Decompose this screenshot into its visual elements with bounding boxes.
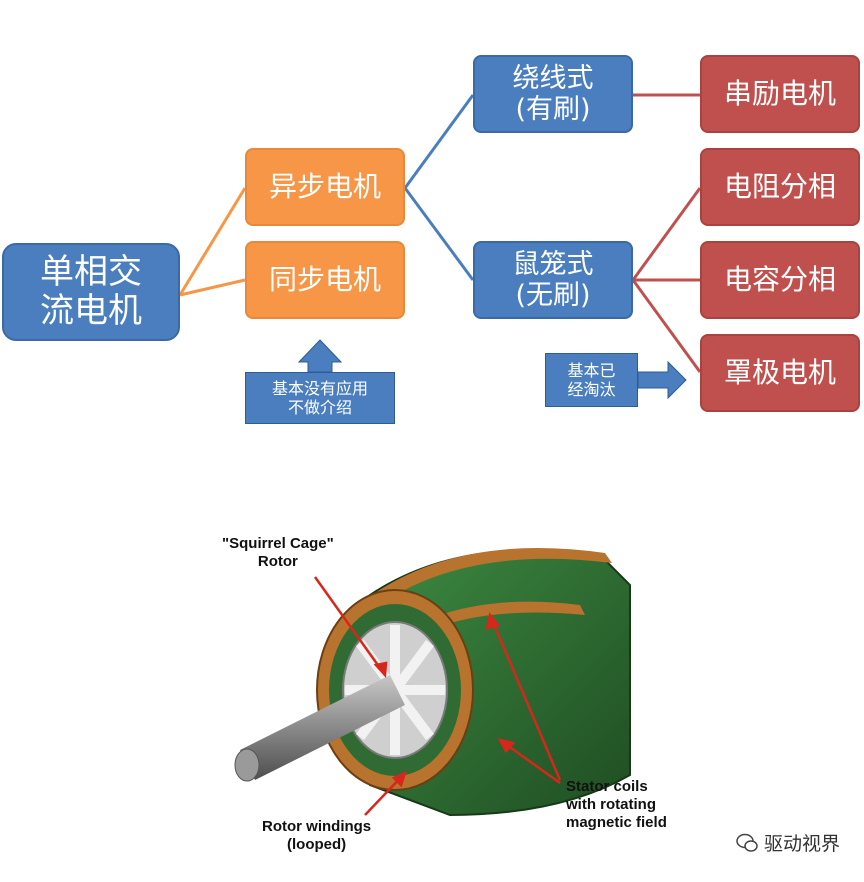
node-root: 单相交 流电机 — [2, 243, 180, 341]
shaft-end — [234, 748, 260, 782]
connector-root-sync — [179, 278, 246, 297]
node-squirrel: 鼠笼式 (无刷) — [473, 241, 633, 319]
node-shaded-pole: 罩极电机 — [700, 334, 860, 412]
callout-arrows — [313, 576, 562, 816]
note-sync-not-used: 基本没有应用 不做介绍 — [245, 372, 395, 424]
connector-root-async — [178, 187, 247, 296]
node-sync-motor: 同步电机 — [245, 241, 405, 319]
right-arrow-icon — [637, 360, 687, 400]
note-obsolete: 基本已 经淘汰 — [545, 353, 638, 407]
tree-connectors — [178, 93, 702, 400]
stator-copper-band-mid — [440, 601, 585, 625]
label-rotor-windings: Rotor windings (looped) — [262, 818, 372, 853]
connector-async-wound — [403, 94, 475, 189]
rotor-shaft — [240, 675, 405, 780]
up-arrow-icon — [297, 339, 343, 373]
node-wound: 绕线式 (有刷) — [473, 55, 633, 133]
wechat-icon — [736, 833, 758, 852]
connector-async-squirrel — [403, 187, 475, 281]
label-stator-coils: Stator coils with rotating magnetic fiel… — [566, 778, 667, 831]
node-resistance-split: 电阻分相 — [700, 148, 860, 226]
label-squirrel-cage-rotor: "Squirrel Cage" Rotor — [222, 535, 334, 570]
watermark-text: 驱动视界 — [763, 833, 840, 855]
stator-copper-band-top — [375, 548, 612, 603]
node-async-motor: 异步电机 — [245, 148, 405, 226]
squirrel-cage-motor-illustration — [234, 548, 631, 817]
node-series: 串励电机 — [700, 55, 860, 133]
connector-squirrel-resistance — [631, 187, 702, 281]
watermark: 驱动视界 — [736, 829, 840, 856]
connector-squirrel-shaded — [631, 279, 702, 373]
node-capacitor-split: 电容分相 — [700, 241, 860, 319]
